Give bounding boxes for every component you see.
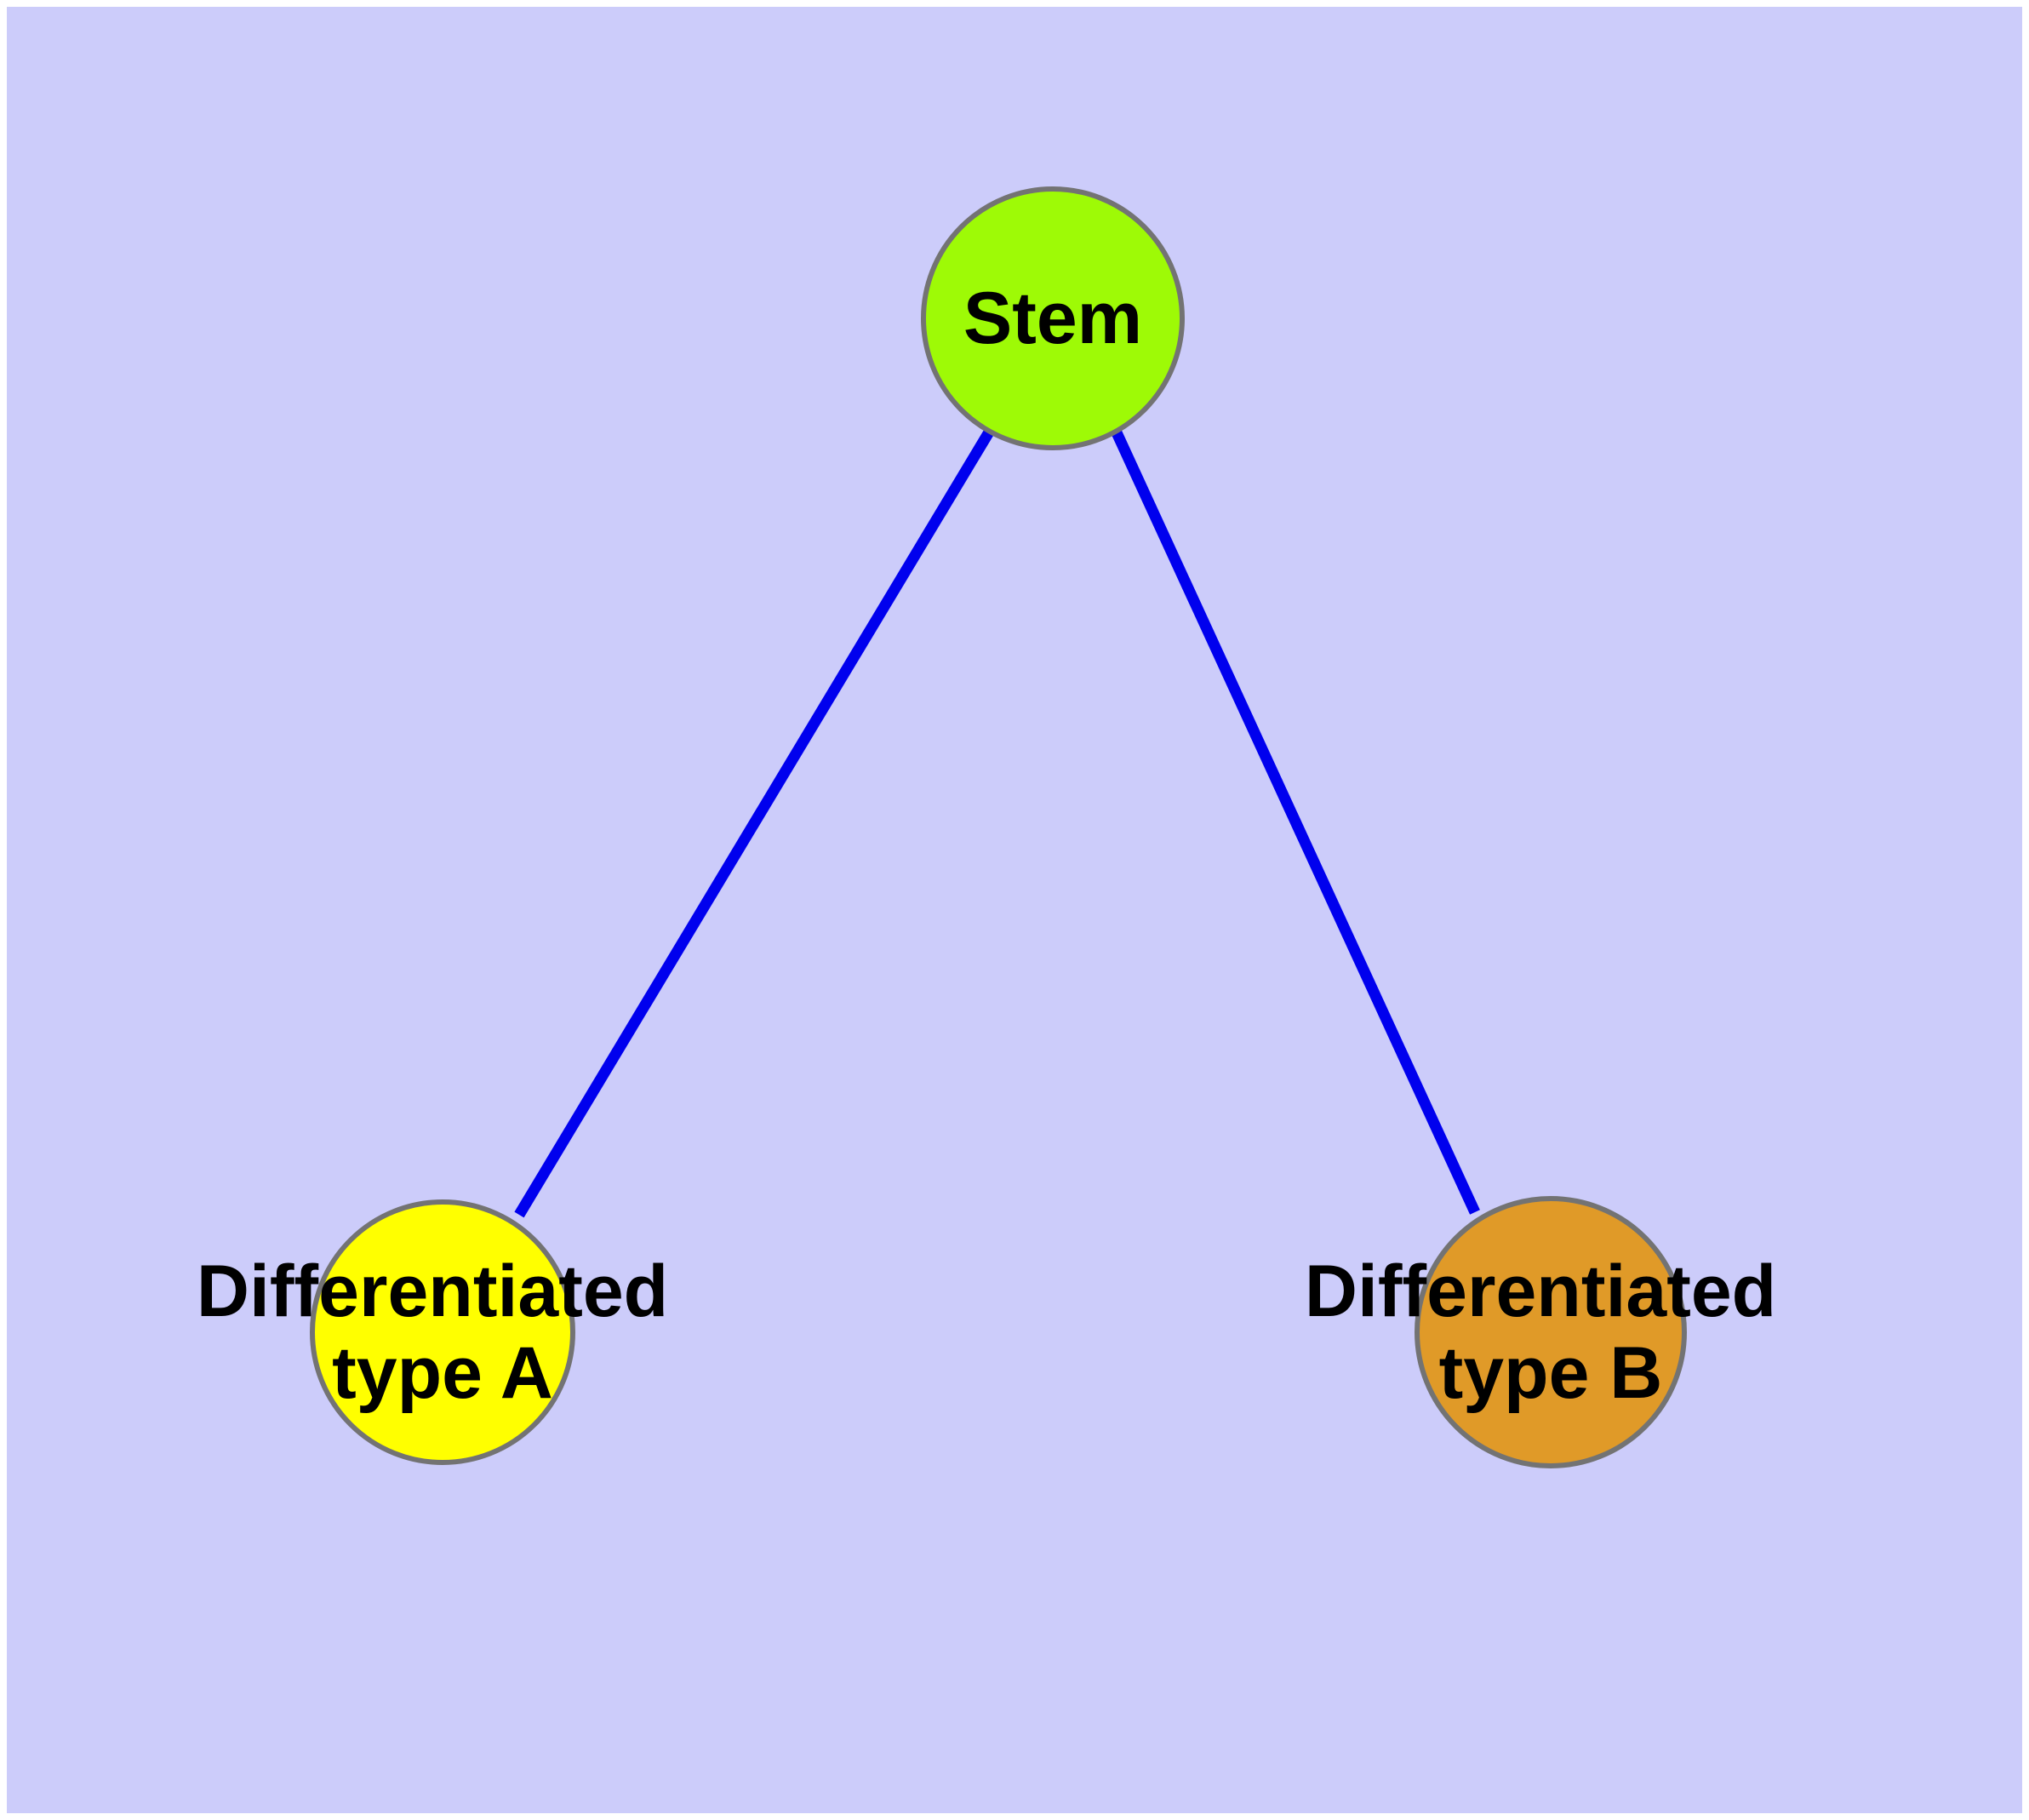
node-layer [310, 186, 1687, 1468]
node-differentiated-type-a-circle[interactable] [310, 1199, 575, 1465]
node-differentiated-type-b-label: Differentiated type B [1305, 1251, 1797, 1414]
node-differentiated-type-b-label-line-1: Differentiated [1305, 1251, 1776, 1332]
node-differentiated-type-b-circle[interactable] [1415, 1196, 1687, 1468]
label-layer: Stem Differentiated type A Differentiate… [197, 278, 1797, 1414]
node-differentiated-type-a-label-line-1: Differentiated [197, 1251, 668, 1332]
node-differentiated-type-a-label-line-2: type A [332, 1332, 553, 1414]
edge-stem-to-differentiated-type-a[interactable] [514, 427, 995, 1218]
node-stem-label-line-1: Stem [963, 278, 1142, 359]
node-stem-label: Stem [963, 278, 1142, 359]
edge-stem-to-differentiated-type-b[interactable] [1111, 428, 1480, 1215]
node-differentiated-type-a-label: Differentiated type A [197, 1251, 689, 1414]
node-stem-circle[interactable] [921, 186, 1185, 450]
node-differentiated-type-b-label-line-2: type B [1439, 1332, 1663, 1414]
edge-layer [514, 427, 1480, 1218]
